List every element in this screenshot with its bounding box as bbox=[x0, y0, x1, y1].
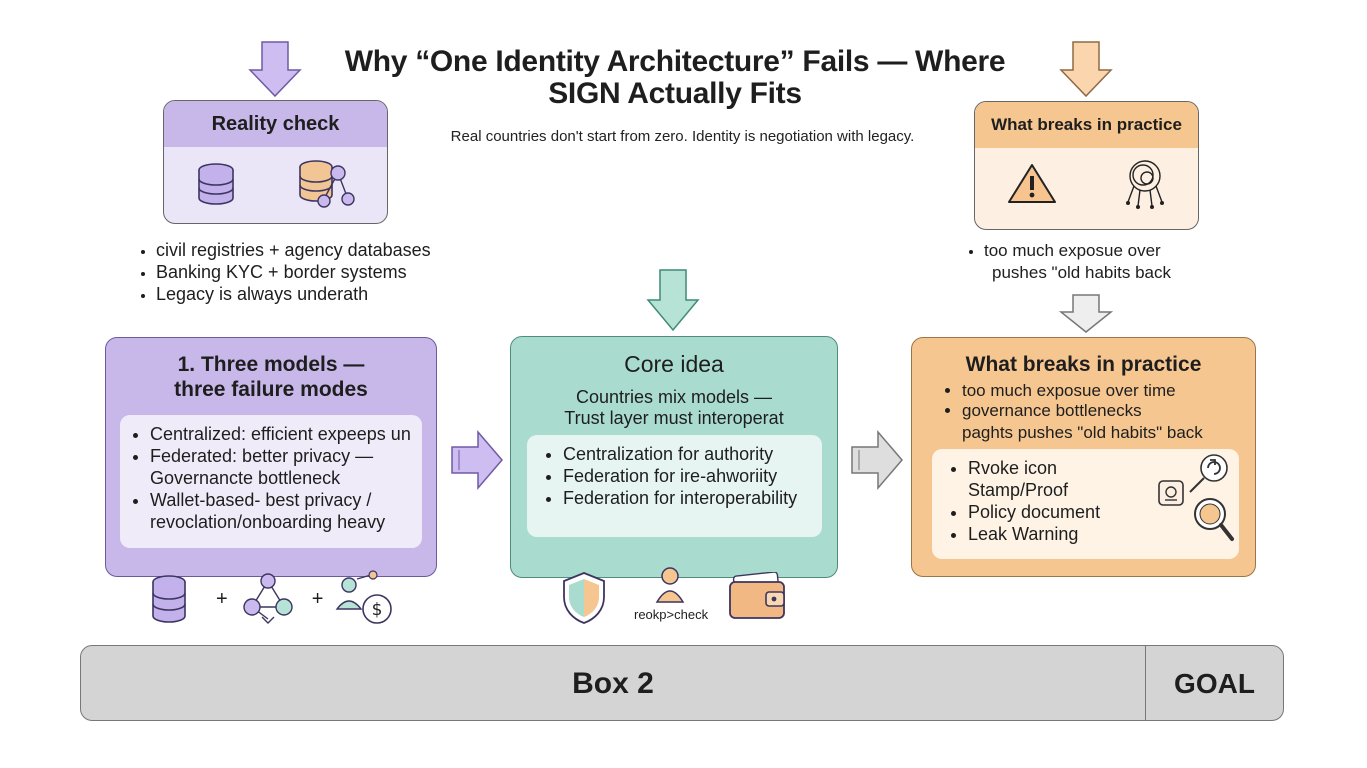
list-item: civil registries + agency databases bbox=[156, 239, 476, 261]
reality-check-header: Reality check bbox=[164, 101, 387, 147]
list-item: Centralization for authority bbox=[563, 443, 814, 465]
svg-text:$: $ bbox=[372, 600, 383, 620]
reality-icons bbox=[164, 147, 387, 209]
plus-sign: + bbox=[311, 587, 324, 610]
title-line-2: SIGN Actually Fits bbox=[548, 77, 802, 110]
user-money-icon: $ bbox=[335, 570, 393, 624]
breaks-main-extra-line: paghts pushes "old habits" back bbox=[962, 423, 1203, 442]
list-item: Rvoke icon bbox=[968, 457, 1231, 479]
list-item: Stamp/Proof bbox=[968, 480, 1069, 500]
person-icon bbox=[655, 567, 685, 603]
down-arrow-breaks-top bbox=[1059, 41, 1113, 98]
goal-label: GOAL bbox=[1174, 668, 1255, 699]
list-item: revoclation/onboarding heavy bbox=[150, 512, 386, 532]
plus-sign: + bbox=[216, 587, 228, 610]
down-arrow-breaks-main bbox=[1058, 294, 1114, 333]
list-item: Federation for ire-ahworiity bbox=[563, 465, 814, 487]
breaks-top-bullets: too much exposue over pushes "old habits… bbox=[966, 240, 1244, 284]
list-item: Federation for interoperability bbox=[563, 487, 814, 509]
stamp-icon bbox=[1158, 480, 1184, 506]
network-nodes-icon bbox=[242, 573, 293, 624]
three-models-box: 1. Three models — three failure modes Ce… bbox=[105, 337, 437, 577]
networked-database-icon bbox=[298, 160, 355, 208]
breaks-top-icons bbox=[975, 148, 1198, 210]
wallet-icon bbox=[729, 572, 785, 619]
list-item: Leak Warning bbox=[968, 523, 1231, 545]
right-arrow-core-breaks bbox=[851, 429, 903, 491]
breaks-top-header: What breaks in practice bbox=[975, 102, 1198, 148]
three-models-header: 1. Three models — three failure modes bbox=[174, 353, 368, 401]
right-arrow-models-core bbox=[451, 429, 503, 491]
core-idea-header: Core idea bbox=[624, 351, 724, 377]
list-item: Centralized: efficient expeeps un bbox=[150, 423, 412, 445]
list-item: Federated: better privacy — bbox=[150, 445, 412, 467]
warning-icon bbox=[1007, 164, 1056, 203]
subtitle: Real countries don't start from zero. Id… bbox=[450, 128, 915, 145]
list-item: Wallet-based- best privacy / bbox=[150, 489, 412, 511]
list-item: too much exposue over bbox=[984, 240, 1244, 262]
core-idea-subheader: Countries mix models — Trust layer must … bbox=[564, 387, 784, 428]
models-icons: + + $ bbox=[150, 567, 400, 631]
list-item: Governancte bottleneck bbox=[150, 468, 341, 488]
breaks-main-box: What breaks in practice too much exposue… bbox=[911, 337, 1256, 577]
shield-icon bbox=[563, 572, 605, 624]
list-item: Legacy is always underath bbox=[156, 283, 476, 305]
database-icon bbox=[152, 575, 186, 623]
three-models-inner: Centralized: efficient expeeps un Federa… bbox=[120, 415, 422, 548]
reality-bullets: civil registries + agency databases Bank… bbox=[138, 239, 476, 305]
down-arrow-core bbox=[646, 269, 700, 332]
breaks-main-bullets: too much exposue over time governance bo… bbox=[948, 381, 1176, 421]
list-item: too much exposue over time bbox=[962, 381, 1176, 401]
core-idea-box: Core idea Countries mix models — Trust l… bbox=[510, 336, 838, 578]
breaks-main-inner: Rvoke icon Stamp/Proof Policy document L… bbox=[932, 449, 1239, 559]
reality-check-box: Reality check bbox=[163, 100, 388, 224]
tangled-wires-icon bbox=[1125, 160, 1164, 209]
revoke-icon bbox=[1189, 454, 1228, 493]
bottom-bar: Box 2 GOAL bbox=[80, 645, 1284, 721]
breaks-main-header: What breaks in practice bbox=[965, 353, 1202, 376]
title-line-1: Why “One Identity Architecture” Fails — … bbox=[344, 45, 1006, 78]
down-arrow-reality bbox=[248, 41, 302, 98]
core-idea-inner: Centralization for authority Federation … bbox=[527, 435, 822, 537]
list-item: Policy document bbox=[968, 501, 1231, 523]
page-title: Why “One Identity Architecture” Fails — … bbox=[300, 46, 1050, 110]
core-icon-label: reokp>check bbox=[634, 607, 709, 622]
breaks-top-box: What breaks in practice bbox=[974, 101, 1199, 230]
box-2-label: Box 2 bbox=[81, 646, 1146, 720]
database-icon bbox=[197, 163, 234, 205]
list-item: pushes "old habits back bbox=[992, 263, 1171, 282]
magnifier-icon bbox=[1194, 498, 1234, 541]
list-item: governance bottlenecks bbox=[962, 401, 1176, 421]
list-item: Banking KYC + border systems bbox=[156, 261, 476, 283]
